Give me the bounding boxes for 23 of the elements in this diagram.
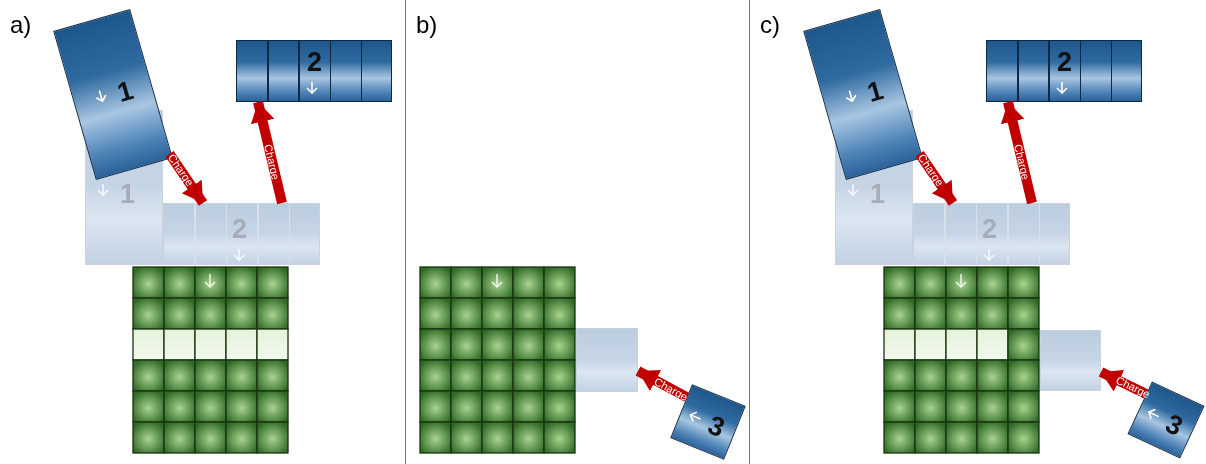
arrow <box>250 100 287 205</box>
ghost-piece <box>576 328 638 392</box>
arrow <box>635 366 690 402</box>
arrow <box>165 150 208 206</box>
piece-number: 3 <box>704 411 729 443</box>
ghost-piece <box>913 203 1070 265</box>
piece-number: 1 <box>114 76 137 108</box>
piece-number: 3 <box>1161 409 1187 441</box>
arrow <box>1000 100 1037 205</box>
piece-number: 1 <box>864 76 887 108</box>
block-piece <box>986 40 1142 102</box>
arrow <box>915 150 958 206</box>
edge-label: Charge <box>262 143 283 182</box>
panel-label: c) <box>760 12 780 38</box>
panel-label: b) <box>416 12 438 38</box>
block-piece <box>236 40 392 102</box>
piece-number: 2 <box>307 49 323 76</box>
arrow <box>1098 367 1149 399</box>
edge-label: Charge <box>1012 143 1033 182</box>
ghost-piece <box>163 203 320 265</box>
ghost-piece <box>1040 330 1101 391</box>
piece-number: 2 <box>1057 49 1073 76</box>
panel-label: a) <box>10 12 32 38</box>
